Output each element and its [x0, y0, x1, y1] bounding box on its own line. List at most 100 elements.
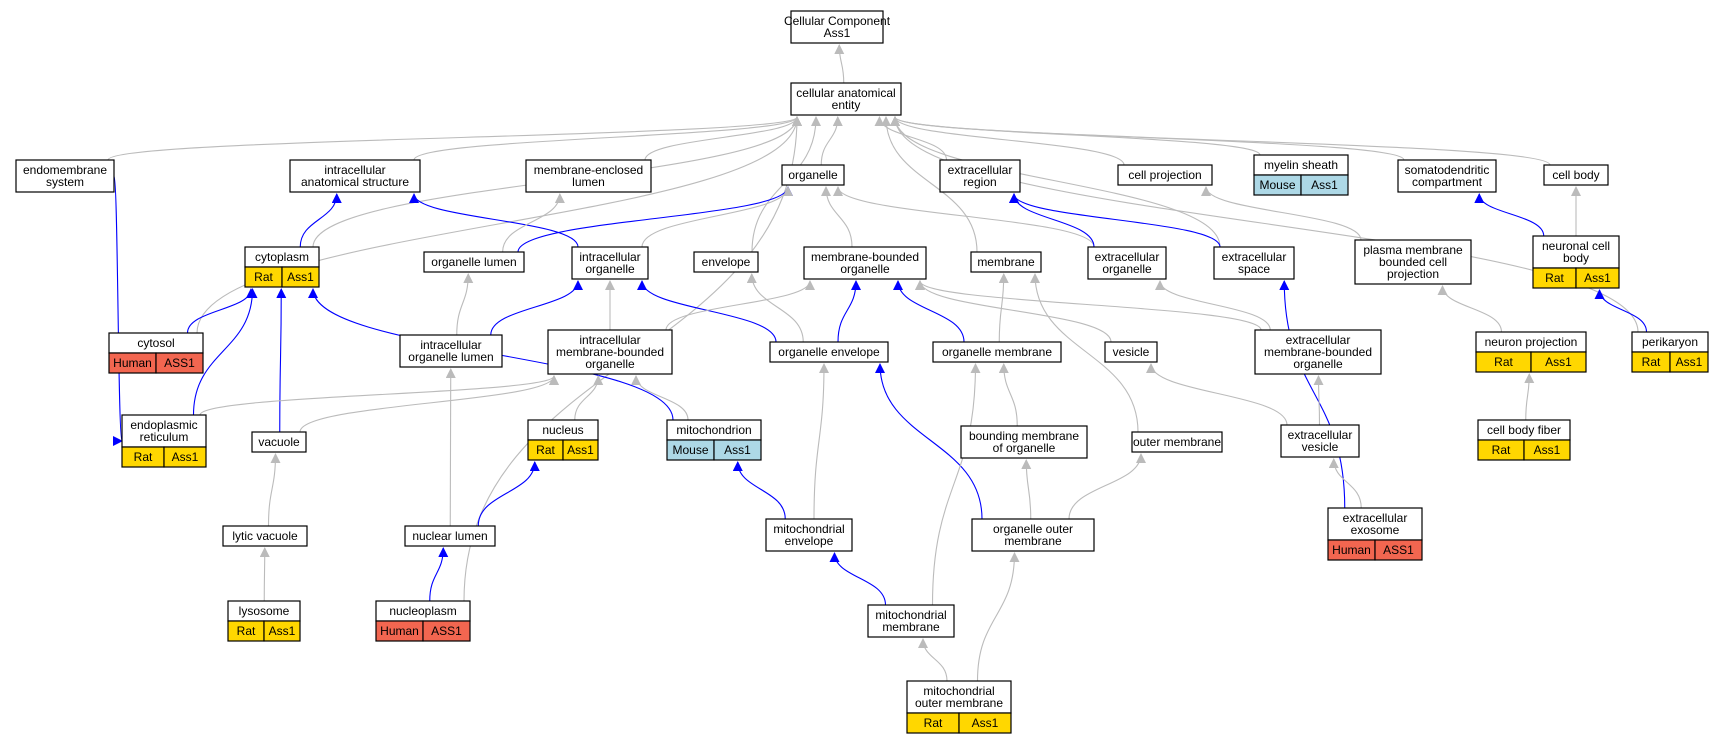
node-label: perikaryon — [1642, 335, 1698, 349]
edge-cys-to-cyt — [186, 288, 256, 334]
node-label: organelle outer — [993, 522, 1073, 536]
edge-exo-to-ecv — [1328, 458, 1362, 509]
node-label: intracellular — [579, 333, 640, 347]
node-label: extracellular — [1288, 428, 1353, 442]
edge-mem-to-cae — [881, 116, 978, 253]
node-label: organelle — [1293, 357, 1343, 371]
node-box — [1397, 159, 1497, 193]
edge-imo-to-mbo — [665, 280, 815, 331]
node-box — [971, 518, 1095, 552]
node-otm: outer membrane — [1131, 431, 1223, 453]
annotation-cell — [1530, 351, 1587, 373]
edge-er-to-cyt — [192, 288, 258, 416]
node-label: mitochondrial — [773, 522, 844, 536]
node-box — [525, 159, 652, 193]
node-label: lumen — [572, 175, 605, 189]
node-label: neuron projection — [1485, 335, 1578, 349]
annotation-cell — [263, 620, 301, 642]
annotation-cell — [1300, 174, 1349, 196]
node-box — [960, 425, 1088, 459]
edge-orl-to-mel — [502, 193, 565, 253]
node-label: bounding membrane — [969, 429, 1079, 443]
node-box — [15, 159, 115, 193]
node-box — [289, 159, 421, 193]
edge-omb-to-mem — [998, 273, 1009, 343]
edge-pkr-to-ncb — [1594, 289, 1648, 333]
edge-org-to-cae — [820, 116, 843, 166]
edge-cbf-to-npj — [1524, 373, 1535, 421]
edge-mit-to-imo — [631, 375, 689, 421]
node-mem: membrane — [970, 251, 1042, 273]
annotation-label: Human — [380, 624, 419, 638]
node-label: reticulum — [140, 430, 189, 444]
annotation-label: Rat — [1494, 355, 1513, 369]
edge-oen-to-mbo — [837, 280, 861, 343]
node-label: cytosol — [137, 336, 174, 350]
node-box — [1087, 246, 1167, 280]
node-vac: vacuole — [251, 431, 307, 453]
node-label: membrane — [882, 620, 940, 634]
node-box — [121, 414, 207, 448]
node-nul: nuclear lumen — [404, 525, 496, 547]
annotation-label: ASS1 — [164, 356, 195, 370]
node-label: vacuole — [258, 435, 300, 449]
annotation-cell — [1575, 267, 1620, 289]
annotation-label: Rat — [1492, 443, 1511, 457]
annotation-label: Mouse — [672, 443, 708, 457]
node-label: extracellular — [1222, 250, 1287, 264]
edge-mys-to-cae — [890, 116, 1261, 156]
annotation-cell — [562, 439, 599, 461]
node-label: projection — [1387, 267, 1439, 281]
annotation-label: Rat — [536, 443, 555, 457]
node-box — [251, 431, 307, 453]
annotation-label: Rat — [1642, 355, 1661, 369]
node-label: outer membrane — [1133, 435, 1221, 449]
annotation-label: Rat — [1545, 271, 1564, 285]
node-label: cytoplasm — [255, 250, 309, 264]
edge-ico-to-ias — [409, 193, 579, 248]
node-label: region — [963, 175, 996, 189]
node-label: cell body — [1552, 168, 1599, 182]
node-label: somatodendritic — [1405, 163, 1490, 177]
node-box — [765, 518, 853, 552]
node-label: compartment — [1412, 175, 1483, 189]
edge-ems-to-er — [112, 175, 123, 446]
node-label: cell projection — [1128, 168, 1201, 182]
node-box — [399, 334, 503, 368]
node-label: mitochondrion — [676, 423, 751, 437]
node-label: organelle membrane — [942, 345, 1052, 359]
node-label: mitochondrial — [875, 608, 946, 622]
edge-iol-to-ico — [490, 280, 583, 336]
node-label: envelope — [785, 534, 834, 548]
node-label: organelle envelope — [778, 345, 880, 359]
annotation-label: Rat — [237, 624, 256, 638]
edge-vac-to-imo — [299, 375, 559, 433]
node-box — [1117, 164, 1213, 186]
node-label: nucleus — [542, 423, 583, 437]
node-label: Ass1 — [824, 26, 851, 40]
node-label: organelle lumen — [408, 350, 493, 364]
annotation-label: Ass1 — [1545, 355, 1572, 369]
node-box — [1104, 341, 1158, 363]
edge-mom-to-mmb — [918, 638, 948, 682]
edge-eco-to-ecr — [1009, 193, 1095, 248]
annotation-label: Ass1 — [1534, 443, 1561, 457]
node-label: membrane-bounded — [556, 345, 664, 359]
annotation-label: Ass1 — [172, 450, 199, 464]
node-label: of organelle — [993, 441, 1056, 455]
annotation-label: Ass1 — [1584, 271, 1611, 285]
edge-mom-to-oom — [976, 552, 1020, 682]
node-label: membrane — [1004, 534, 1062, 548]
